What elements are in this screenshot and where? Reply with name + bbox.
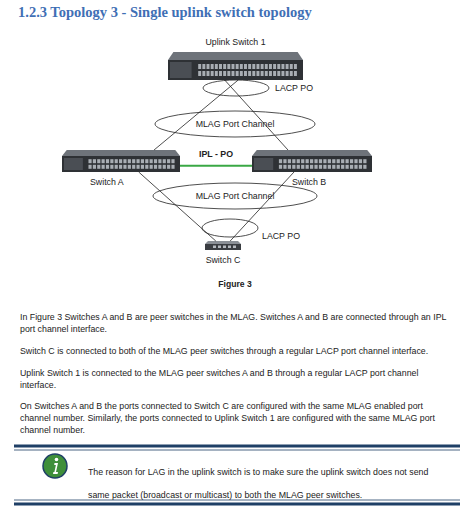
link-line	[154, 80, 238, 150]
link-line	[230, 172, 294, 241]
body-paragraph: On Switches A and B the ports connected …	[20, 400, 452, 436]
network-switch: Switch A	[62, 150, 180, 172]
switch-illustration	[205, 241, 241, 250]
page-heading: 1.2.3 Topology 3 - Single uplink switch …	[18, 4, 312, 21]
lag-ellipse	[202, 219, 258, 237]
lag-ellipse	[203, 80, 269, 96]
note-text: The reason for LAG in the uplink switch …	[88, 461, 448, 507]
switch-illustration	[168, 52, 303, 80]
mlag-ellipse	[155, 111, 315, 137]
info-icon	[43, 454, 67, 478]
switch-illustration	[252, 150, 372, 172]
body-paragraph: Switch C is connected to both of the MLA…	[20, 345, 452, 357]
link-line	[180, 165, 252, 167]
mlag-label: MLAG Port Channel	[196, 190, 275, 202]
note-rule	[14, 450, 460, 451]
lag-label: LACP PO	[275, 82, 313, 94]
body-paragraph: Uplink Switch 1 is connected to the MLAG…	[20, 367, 452, 391]
switch-illustration	[62, 150, 180, 172]
link-line	[139, 172, 216, 241]
network-switch: Switch C	[205, 241, 241, 250]
note-rule	[14, 445, 460, 448]
link-line	[225, 80, 288, 150]
switch-label: Switch C	[206, 255, 241, 266]
switch-label: Switch B	[292, 177, 326, 188]
switch-label: Switch A	[90, 177, 124, 188]
note-rule	[14, 503, 460, 506]
lag-label: LACP PO	[262, 230, 300, 242]
mlag-label: MLAG Port Channel	[196, 118, 275, 130]
network-switch: Switch B	[252, 150, 372, 172]
link-label: IPL - PO	[199, 149, 233, 159]
body-paragraph: In Figure 3 Switches A and B are peer sw…	[20, 311, 452, 335]
network-switch: Uplink Switch 1	[168, 52, 303, 80]
figure-caption: Figure 3	[218, 278, 251, 290]
switch-label: Uplink Switch 1	[205, 37, 265, 48]
